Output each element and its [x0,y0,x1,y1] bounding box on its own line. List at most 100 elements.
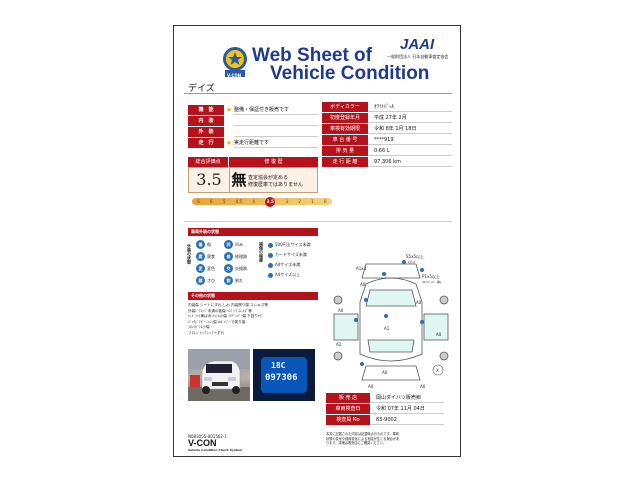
dealer-label: 検査員 No [326,415,370,425]
mark-a2: A2 [336,342,342,347]
condition-row: 機 能 ★ 整備・保証付き販売です [188,105,318,115]
condition-label: 走 行 [188,138,224,148]
vcon-logo-icon [223,47,247,77]
notes-head: その他の状態 [188,292,318,300]
document-code: N083055-001562-1 [188,434,227,439]
mark-a0: A0 [436,332,442,337]
condition-label: 機 能 [188,105,224,115]
dealer-value: 令和 07年 11月 04日 [370,404,444,414]
size-dot-icon [268,252,273,258]
mark-a0: A0 [368,384,374,389]
info-value: 0.66 L [368,146,452,156]
star-icon [224,116,234,126]
legend-category-1: 外装の状態 [187,244,192,264]
evaluation-box: 総合評価点 修 復 歴 3.5 無 査定協会が定める 修復歴車ではありません [188,157,318,193]
legend-grid: 傷傷 凹凹み 腐腐食 修修理跡 変変色 交交換跡 錆さび 割割れ [196,240,252,285]
mark-a0: A0 [420,384,426,389]
jaai-subtitle: 一般財団法人 日本自動車査定協会 [387,54,449,59]
scale-mark: R [324,199,327,204]
mark-a0: A0 [382,370,388,375]
scale-mark: 6 [209,199,213,204]
star-icon [224,127,234,137]
condition-sheet: V-CON Web Sheet of Vehicle Condition JAA… [173,25,461,457]
mark-a0: A0 [360,282,366,287]
car-photo-image [188,349,250,401]
dealer-label: 車両検査日 [326,404,370,414]
vehicle-info-table: ボディカラー ｵﾜｲﾄﾊﾟｰﾙ 初度登録年月 平成 27年 2月 車検有効期限 … [322,102,452,168]
condition-value [234,116,318,126]
footer-note-line: 状態の変化や経時変化による相違が生じる場合があ [326,436,400,441]
jaai-logo: JAAI [400,36,435,53]
info-row: 走 行 距 離 97,306 km [322,157,452,167]
condition-value [234,127,318,137]
legend-code-icon: 凹 [224,240,233,249]
mark-a1x3: A1x3 [356,266,367,271]
note-line: フロントバンパーずれ [188,330,225,335]
odometer-reading: 097306 [265,373,298,383]
legend-code-icon: 錆 [196,276,205,285]
info-value: ****919 [368,135,452,145]
legend-label: 腐食 [207,253,215,259]
dealer-value: 岡山ダイハツ販売㈱ [370,393,444,403]
title-line-1: Web Sheet of [252,45,372,66]
history-note-2: 修復歴車ではありません [248,182,303,188]
legend-code-icon: 割 [224,276,233,285]
history-note-1: 査定協会が定める [248,175,289,181]
scale-mark: 3 [285,199,289,204]
footer-note-line: ります。詳細は販売店にご確認ください。 [326,441,387,445]
info-value: 平成 27年 2月 [368,113,452,123]
history-value: 無 [231,171,247,189]
info-row: 車 台 番 号 ****919 [322,135,452,145]
star-icon: ★ [225,106,233,114]
size-label: A4サイズ未満 [275,262,301,267]
condition-value: 実走行距離です [234,138,318,148]
title-line-2: Vehicle Condition [270,63,430,84]
condition-table: 機 能 ★ 整備・保証付き販売です 内 装 外 装 走 行 ★ 実走行距離です [188,105,318,149]
dealer-label: 販 売 店 [326,393,370,403]
legend-code-icon: 腐 [196,252,205,261]
mark-s5-sub: ｽｸﾗｯﾁ [408,260,416,264]
footer-brand: V-CON [188,438,217,448]
legend-label: 交換跡 [235,265,247,271]
mark-p1: P1x5以上 [422,274,440,279]
mark-a0: A0 [338,308,344,313]
car-diagram [333,260,449,381]
scale-mark: S [197,199,200,204]
info-row: 初度登録年月 平成 27年 2月 [322,113,452,123]
score-scale: S 6 5 4.5 4 3.5 3 2 1 R [192,196,332,207]
note-line: 内装傷 シートにすれ,しわ 内装擦り傷 スレキズ等 [188,303,269,307]
condition-row: 内 装 [188,116,318,126]
damage-diagram: A1x3 S5x5以上 ｽｸﾗｯﾁ P1x5以上 ﾌﾛﾝﾄﾊﾞﾝﾊﾟｰ擦ﾚ A0… [326,244,456,390]
scale-mark-selected: 3.5 [265,196,276,207]
footer-note-line: 本書に記載された内容は記載時点のものです。車両 [326,432,399,436]
dealer-value: 83-9002 [370,415,444,425]
history-label: 修 復 歴 [229,157,318,167]
info-row: ボディカラー ｵﾜｲﾄﾊﾟｰﾙ [322,102,452,112]
mark-a1: A1 [384,326,390,331]
odometer-photo: 18C 097306 [253,349,315,401]
size-label: A4サイズ以上 [275,272,301,277]
legend-code-icon: 修 [224,252,233,261]
divider [184,221,452,222]
note-line: ﾊﾞｯｸﾄﾞｱｶﾞｰﾆｯｼｭ傷 A4 ｲｼﾞｰで剥り傷 [188,319,246,324]
car-photo [188,349,250,401]
condition-row: 走 行 ★ 実走行距離です [188,138,318,148]
legend-label: 修理跡 [235,253,247,259]
condition-label: 外 装 [188,127,224,137]
scale-mark: 4.5 [235,199,243,204]
info-label: 排 気 量 [322,146,368,156]
divider [184,93,452,94]
info-value: 令和 8年 1月 18日 [368,124,452,134]
info-label: 走 行 距 離 [322,157,368,167]
model-name: デイズ [188,84,215,94]
footer-brand-sub: Vehicle Condition Check System [188,448,243,452]
score-label: 総合評価点 [188,157,228,167]
legend-code-icon: 交 [224,264,233,273]
condition-value: 整備・保証付き販売です [234,105,318,115]
notes-text: 内装傷 シートにすれ,しわ 内装擦り傷 スレキズ等 外装ﾄﾞｱｴｯｼﾞ未満の板傷… [188,303,322,337]
note-line: ﾍｯﾄﾞﾗｲﾄ黄ばみ ﾎｲｰﾙ小傷 ﾘｱﾊﾞﾝﾊﾟｰ傷 下回りｻﾋﾞ [188,314,264,319]
scale-mark: 2 [298,199,301,204]
mark-s5: S5x5以上 [406,254,424,259]
scale-bar: S 6 5 4.5 4 3.5 3 2 1 R [192,196,332,207]
info-value: ｵﾜｲﾄﾊﾟｰﾙ [368,102,452,112]
